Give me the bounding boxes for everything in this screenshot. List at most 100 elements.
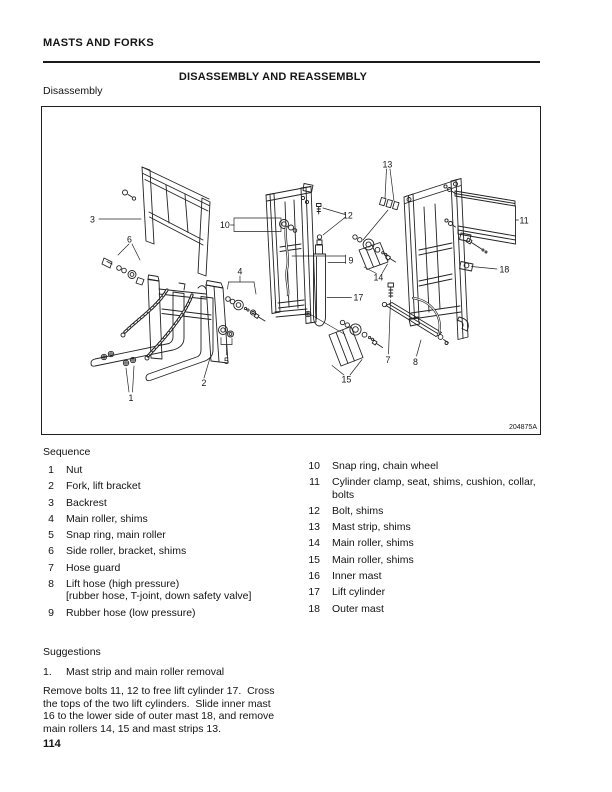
item-text: Rubber hose (low pressure) (66, 606, 196, 619)
item-text: Cylinder clamp, seat, shims, cushion, co… (332, 476, 536, 501)
sequence-heading: Sequence (43, 446, 91, 458)
item-number: 18 (308, 602, 320, 615)
callout-12: 12 (343, 211, 353, 221)
item-number: 17 (308, 586, 320, 599)
item-number: 2 (48, 480, 54, 493)
suggestion-body: Remove bolts 11, 12 to free lift cylinde… (43, 685, 275, 736)
lift-chains-drawing (120, 288, 194, 361)
item-number: 11 (309, 476, 320, 489)
item-text: Main roller, shims (66, 512, 148, 525)
item-text: Lift cylinder (332, 586, 386, 599)
item-text: Main roller, shims (332, 537, 414, 550)
body-line: main rollers 14, 15 and mast strips 13. (43, 723, 221, 736)
header-rule (43, 61, 540, 64)
callout-14: 14 (374, 273, 384, 283)
sequence-item: 9 Rubber hose (low pressure) (41, 607, 293, 619)
item-text-line2: [rubber hose, T-joint, down safety valve… (66, 590, 252, 603)
rubber-hose-drawing (284, 225, 290, 297)
page-header: MASTS AND FORKS (43, 37, 155, 49)
main-roller-parts-drawing (225, 296, 266, 322)
sequence-item: 2 Fork, lift bracket (41, 480, 293, 492)
snap-ring-parts-drawing (218, 325, 234, 338)
item-number: 6 (48, 545, 54, 558)
item-number: 3 (48, 496, 54, 509)
body-line: Remove bolts 11, 12 to free lift cylinde… (43, 685, 275, 697)
body-line: 16 to the lower side of outer mast 18, a… (43, 710, 275, 723)
sequence-item: 8 Lift hose (high pressure)[rubber hose, … (41, 578, 293, 603)
exploded-view-figure: 1 2 3 4 5 6 7 8 9 10 11 12 13 14 15 17 1 (41, 106, 541, 435)
inner-mast-drawing (265, 183, 346, 335)
page-number: 114 (43, 738, 61, 750)
nut-parts-drawing (100, 350, 137, 367)
item-number: 1 (48, 464, 54, 476)
callout-17: 17 (354, 293, 364, 303)
leader-lines (98, 168, 519, 393)
sequence-item: 7 Hose guard (41, 562, 293, 574)
item-number: 8 (48, 578, 54, 591)
item-number: 5 (48, 529, 54, 542)
item-number: 7 (48, 561, 54, 574)
sequence-item: 6 Side roller, bracket, shims (41, 545, 293, 557)
callout-7: 7 (386, 355, 391, 365)
item-text: Mast strip, shims (332, 521, 411, 534)
sequence-item: 14 Main roller, shims (299, 537, 557, 549)
item-text: Inner mast (332, 570, 382, 583)
item-text: Outer mast (332, 602, 384, 615)
callout-labels: 1 2 3 4 5 6 7 8 9 10 11 12 13 14 15 17 1 (90, 160, 537, 432)
callout-13: 13 (383, 160, 393, 170)
hose-guard-bolt-drawing (387, 282, 394, 298)
item-text: Nut (66, 464, 83, 476)
suggestion-item-title: 1. Mast strip and main roller removal (43, 666, 224, 678)
backrest-drawing (122, 166, 211, 277)
main-roller-15-parts-drawing (328, 319, 383, 367)
item-number: 15 (308, 553, 320, 566)
callout-9: 9 (349, 256, 354, 266)
item-text: Backrest (66, 496, 107, 509)
body-line: the tops of the two lift cylinders. Slid… (43, 697, 271, 710)
main-roller-14-parts-drawing (352, 234, 396, 270)
suggestion-item-text: Mast strip and main roller removal (66, 666, 225, 678)
item-text: Side roller, bracket, shims (66, 545, 187, 558)
exploded-view-drawing: 1 2 3 4 5 6 7 8 9 10 11 12 13 14 15 17 1 (90, 160, 537, 432)
sequence-item: 1 Nut (41, 464, 293, 476)
item-text: Bolt, shims (332, 504, 384, 517)
callout-10: 10 (220, 220, 230, 230)
lift-cylinder-drawing (313, 203, 326, 327)
sequence-list-left: 1 Nut 2 Fork, lift bracket 3 Backrest 4 Main… (41, 464, 293, 623)
fork-carriage-drawing (90, 274, 229, 382)
subsection-label: Disassembly (43, 85, 103, 97)
item-number: 4 (48, 512, 54, 525)
sequence-item: 18 Outer mast (299, 603, 557, 615)
item-text: Hose guard (66, 561, 121, 574)
callout-4: 4 (238, 267, 243, 277)
item-number: 14 (308, 537, 320, 550)
sequence-item: 4 Main roller, shims (41, 513, 293, 525)
hose-guard-drawing (381, 296, 449, 345)
figure-code: 204875A (509, 424, 537, 431)
callout-11: 11 (520, 216, 529, 226)
callout-2: 2 (202, 378, 207, 388)
callout-8: 8 (413, 357, 418, 367)
sequence-item: 17 Lift cylinder (299, 586, 557, 598)
callout-1: 1 (129, 393, 134, 403)
item-text: Fork, lift bracket (66, 480, 141, 493)
item-number: 16 (308, 570, 320, 583)
mast-strip-parts-drawing (362, 197, 400, 241)
item-text: Main roller, shims (332, 553, 414, 566)
callout-15: 15 (342, 375, 352, 385)
item-number: 12 (308, 504, 320, 517)
callout-18: 18 (500, 265, 510, 275)
cylinder-clamp-rails-drawing (443, 184, 516, 254)
sequence-item: 11 Cylinder clamp, seat, shims, cushion, … (299, 476, 557, 501)
sequence-item: 16 Inner mast (299, 570, 557, 582)
item-text: Snap ring, chain wheel (332, 460, 439, 472)
item-text-line2: bolts (332, 488, 355, 501)
item-text: Lift hose (high pressure)[rubber hose, T… (66, 578, 252, 603)
item-number: 13 (308, 521, 320, 534)
item-number: 9 (48, 606, 54, 619)
section-title: DISASSEMBLY AND REASSEMBLY (178, 71, 368, 83)
sequence-item: 12 Bolt, shims (299, 505, 557, 517)
